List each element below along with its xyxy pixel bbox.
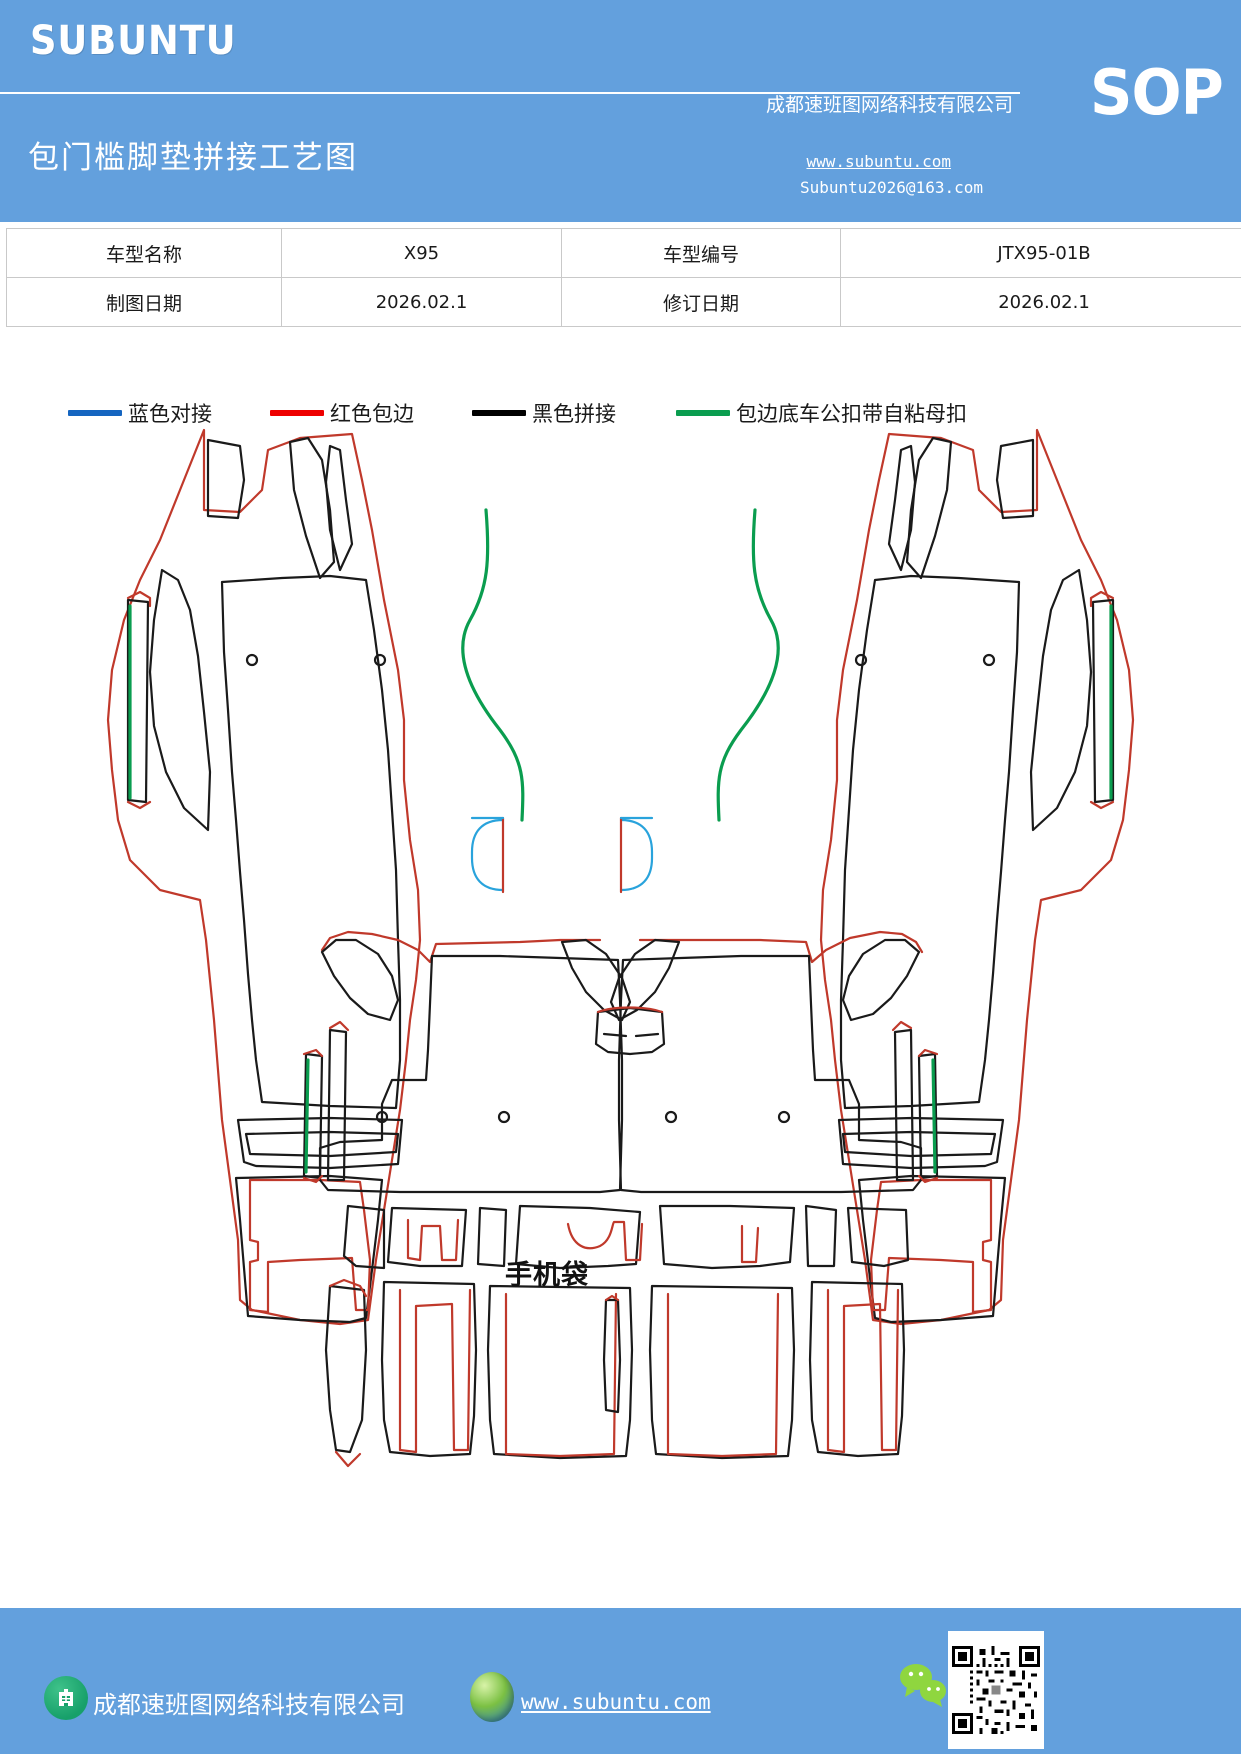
page-header: SUBUNTU 包门槛脚垫拼接工艺图 SOP 成都速班图网络科技有限公司 www… xyxy=(0,0,1241,222)
legend-swatch-green xyxy=(676,410,730,416)
hook-tape-right xyxy=(716,508,780,822)
legend-item-blue: 蓝色对接 xyxy=(68,398,212,428)
cell-model-code-value: JTX95-01B xyxy=(840,228,1241,278)
footer-website-link[interactable]: www.subuntu.com xyxy=(521,1690,711,1714)
legend: 蓝色对接 红色包边 黑色拼接 包边底车公扣带自粘母扣 xyxy=(0,398,1241,436)
cell-model-name-label: 车型名称 xyxy=(6,228,282,278)
grommet-hole xyxy=(664,1110,678,1124)
legend-label-red: 红色包边 xyxy=(330,402,414,426)
qr-code xyxy=(948,1631,1044,1749)
hook-tape-left xyxy=(461,508,525,822)
legend-item-green: 包边底车公扣带自粘母扣 xyxy=(676,398,967,428)
header-divider xyxy=(0,92,1020,94)
phone-pocket-left xyxy=(470,816,505,894)
cell-draw-date-value: 2026.02.1 xyxy=(281,277,562,327)
legend-label-green: 包边底车公扣带自粘母扣 xyxy=(736,402,967,426)
footer-company-name: 成都速班图网络科技有限公司 xyxy=(93,1691,405,1719)
wechat-icon xyxy=(895,1660,953,1708)
phone-pocket-label: 手机袋 xyxy=(505,1260,589,1291)
cell-model-code-label: 车型编号 xyxy=(561,228,841,278)
page-footer xyxy=(0,1608,1241,1754)
header-email: Subuntu2026@163.com xyxy=(799,178,983,197)
legend-item-red: 红色包边 xyxy=(270,398,414,428)
table-row: 车型名称 X95 车型编号 JTX95-01B xyxy=(6,228,1241,278)
grommet-hole xyxy=(373,653,387,667)
cell-draw-date-label: 制图日期 xyxy=(6,277,282,327)
vehicle-info-table: 车型名称 X95 车型编号 JTX95-01B 制图日期 2026.02.1 修… xyxy=(6,228,1241,327)
legend-swatch-blue xyxy=(68,410,122,416)
phone-pocket-right xyxy=(619,816,654,894)
cell-model-name-value: X95 xyxy=(281,228,562,278)
grommet-hole xyxy=(245,653,259,667)
cell-revision-date-value: 2026.02.1 xyxy=(840,277,1241,327)
grommet-hole xyxy=(777,1110,791,1124)
brand-logo: SUBUNTU xyxy=(30,18,237,64)
globe-icon xyxy=(470,1672,514,1722)
legend-label-blue: 蓝色对接 xyxy=(128,402,212,426)
header-website-link[interactable]: www.subuntu.com xyxy=(806,152,952,171)
rear-mat-assembly xyxy=(302,930,939,1468)
legend-item-black: 黑色拼接 xyxy=(472,398,616,428)
header-company-name: 成都速班图网络科技有限公司 xyxy=(765,94,1013,116)
technical-drawing: 手机袋 xyxy=(0,420,1241,1610)
grommet-hole xyxy=(982,653,996,667)
legend-swatch-black xyxy=(472,410,526,416)
table-row: 制图日期 2026.02.1 修订日期 2026.02.1 xyxy=(6,277,1241,327)
grommet-hole xyxy=(375,1110,389,1124)
building-icon xyxy=(44,1676,88,1720)
grommet-hole xyxy=(497,1110,511,1124)
grommet-hole xyxy=(854,653,868,667)
sop-badge: SOP xyxy=(1090,56,1224,129)
legend-label-black: 黑色拼接 xyxy=(532,402,616,426)
cell-revision-date-label: 修订日期 xyxy=(561,277,841,327)
front-left-mat xyxy=(106,428,422,1326)
front-right-mat xyxy=(819,428,1135,1326)
document-title: 包门槛脚垫拼接工艺图 xyxy=(28,140,358,176)
mat-pattern-svg xyxy=(106,428,1135,1468)
legend-swatch-red xyxy=(270,410,324,416)
